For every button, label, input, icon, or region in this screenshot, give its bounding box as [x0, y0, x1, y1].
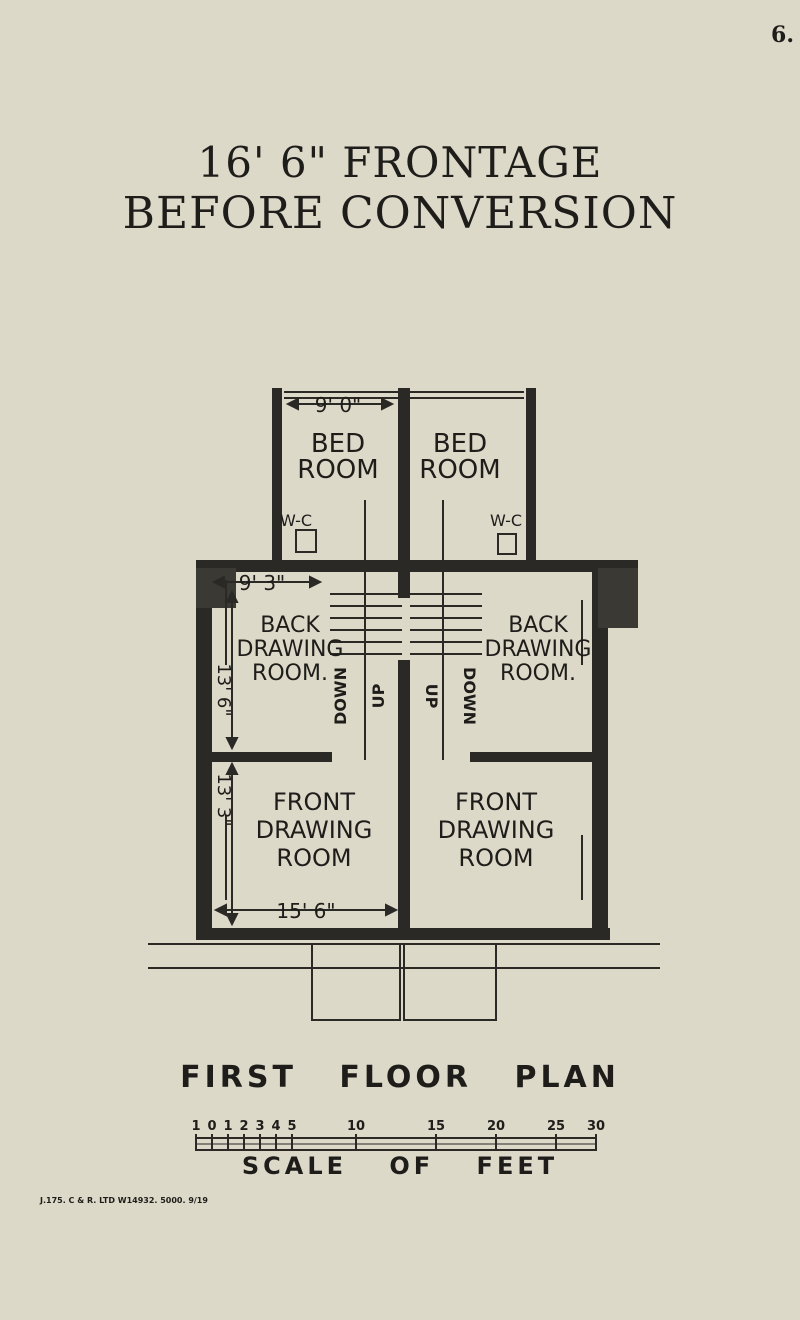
walls	[196, 388, 638, 940]
scale-tick-label: 15	[427, 1119, 445, 1134]
right-stair-down-label: DOWN	[460, 667, 479, 725]
left-front-room-label-1: FRONT	[273, 788, 355, 816]
right-back-room-label-1: BACK	[508, 613, 568, 638]
scale-tick-label: 25	[547, 1119, 565, 1134]
left-back-room-label-1: BACK	[260, 613, 320, 638]
scale-tick-label: 10	[347, 1119, 365, 1134]
scale-bar	[195, 1134, 597, 1151]
left-stair-up-label: UP	[369, 683, 388, 708]
dim-front-depth: 13' 3"	[213, 773, 234, 826]
scale-tick-label: 0	[207, 1119, 216, 1134]
scale-tick-label: 2	[239, 1119, 248, 1134]
right-back-room-label-3: ROOM.	[500, 661, 576, 686]
stair-treads	[330, 500, 482, 760]
left-front-room-label-2: DRAWING	[256, 816, 373, 844]
left-front-room-label-3: ROOM	[276, 844, 351, 872]
scale-tick-label: 20	[487, 1119, 505, 1134]
left-back-room-label-2: DRAWING	[237, 637, 344, 662]
left-bedroom-label-1: BED	[311, 429, 365, 459]
left-bedroom-label-2: ROOM	[297, 455, 378, 485]
left-back-room-label-3: ROOM.	[252, 661, 328, 686]
right-front-room-label-3: ROOM	[458, 844, 533, 872]
scale-tick-label: 4	[271, 1119, 280, 1134]
scale-tick-label: 1	[191, 1119, 200, 1134]
dimension-lines	[211, 397, 399, 927]
dim-back-depth: 13' 6"	[213, 663, 234, 716]
dim-back-width: 9' 3"	[239, 571, 286, 595]
floor-plan-caption: FIRST FLOOR PLAN	[180, 1060, 620, 1095]
left-stair-down-label: DOWN	[331, 667, 350, 725]
left-wc-label: W-C	[280, 511, 312, 530]
scale-tick-label: 5	[287, 1119, 296, 1134]
title-frontage: 16' 6" FRONTAGE	[197, 138, 603, 187]
right-back-room-label-2: DRAWING	[485, 637, 592, 662]
dim-bedroom-width: 9' 0"	[315, 393, 362, 417]
page-number: 6.	[771, 22, 794, 48]
scale-caption: SCALE OF FEET	[241, 1152, 559, 1180]
scale-tick-label: 3	[255, 1119, 264, 1134]
right-front-room-label-2: DRAWING	[438, 816, 555, 844]
right-front-room-label-1: FRONT	[455, 788, 537, 816]
scale-tick-label: 30	[587, 1119, 605, 1134]
scale-tick-label: 1	[223, 1119, 232, 1134]
dim-front-width: 15' 6"	[276, 899, 335, 923]
right-bedroom-label-2: ROOM	[419, 455, 500, 485]
wall-outlines	[148, 391, 660, 1021]
print-note: J.175. C & R. LTD W14932. 5000. 9/19	[40, 1196, 208, 1205]
title-before-conversion: BEFORE CONVERSION	[122, 188, 678, 239]
right-bedroom-label-1: BED	[433, 429, 487, 459]
right-wc-label: W-C	[490, 511, 522, 530]
right-stair-up-label: UP	[422, 684, 441, 709]
